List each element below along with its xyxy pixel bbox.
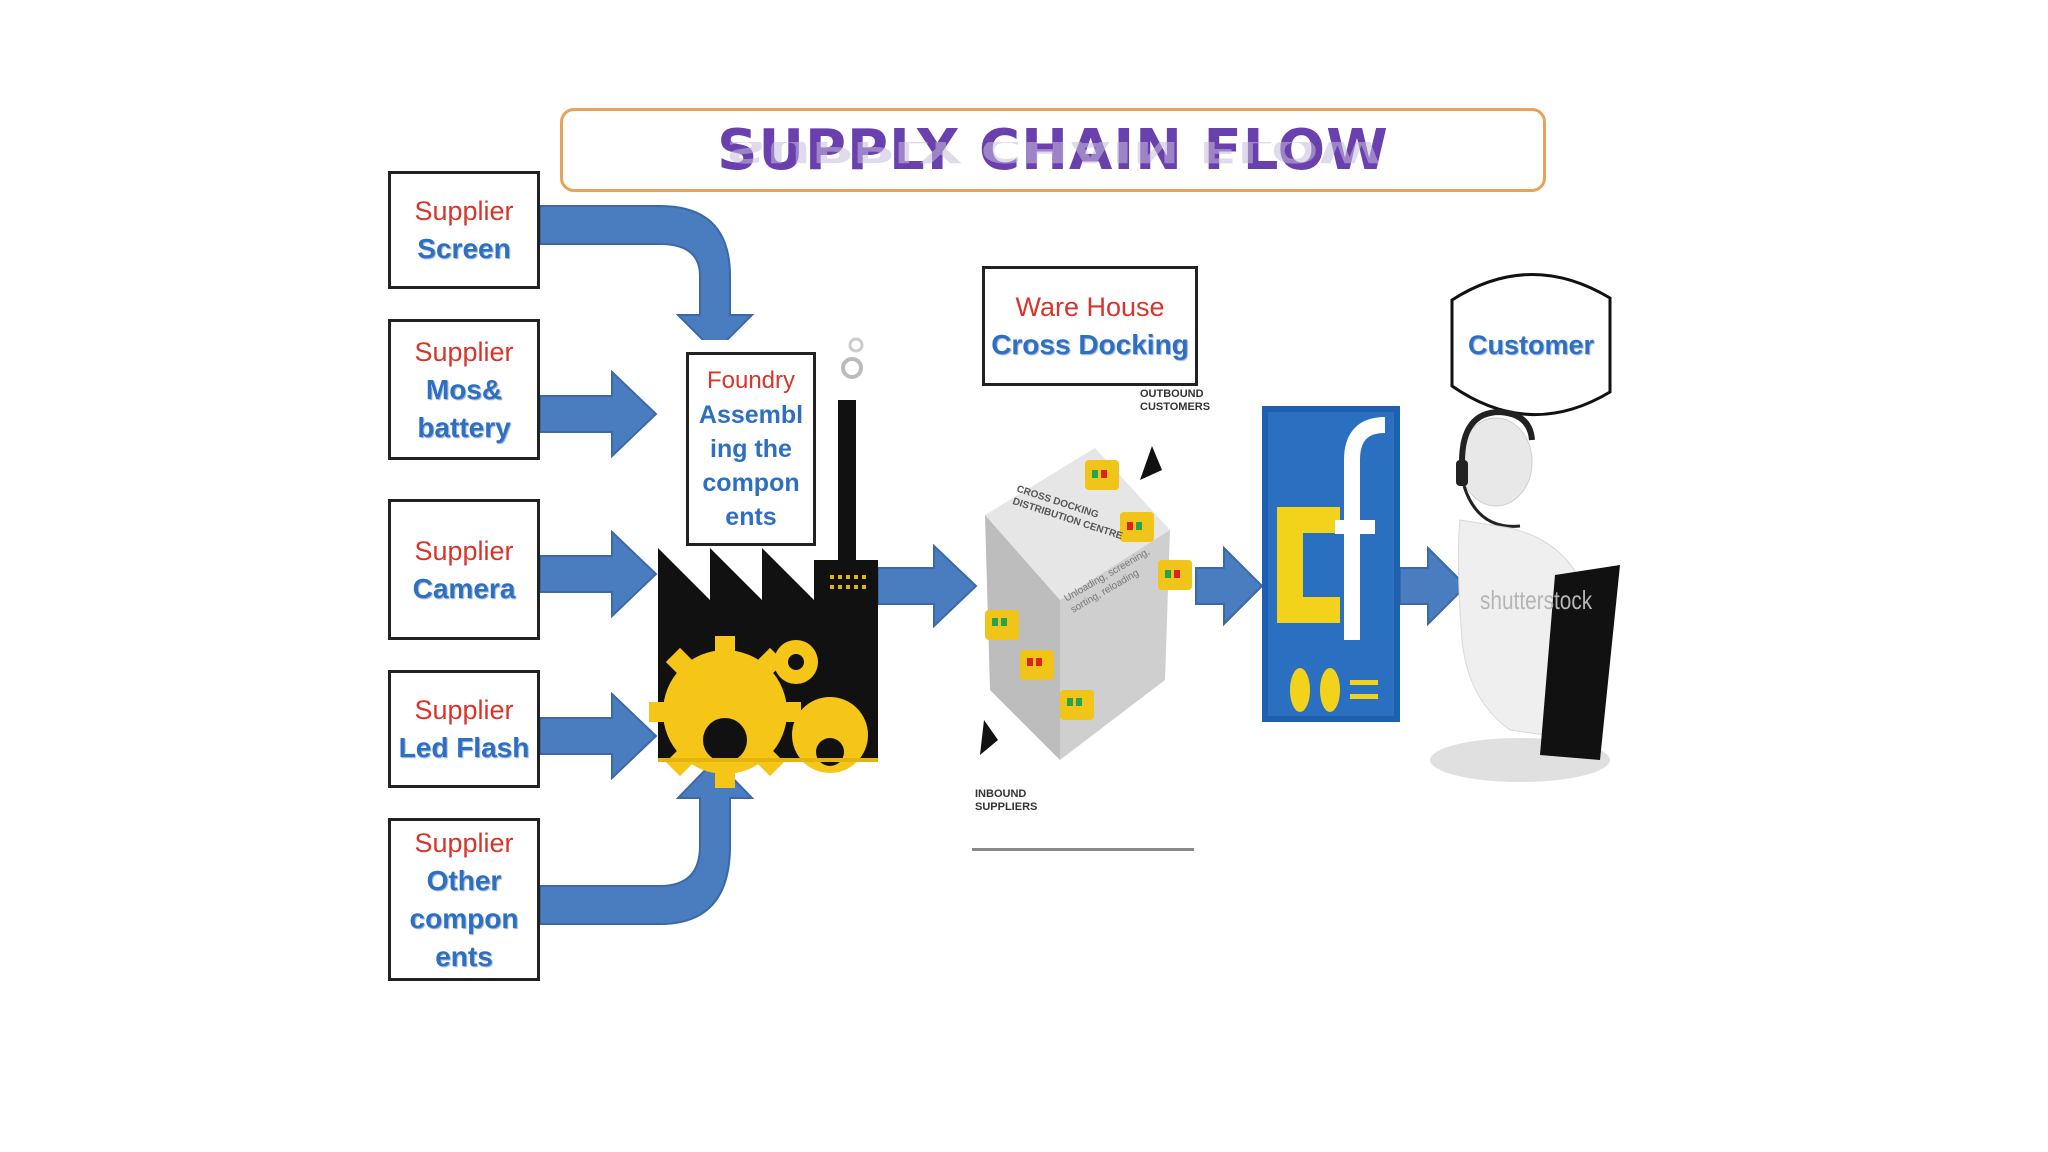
supplier-item: ents xyxy=(435,940,493,972)
supplier-led-flash-box: Supplier Led Flash xyxy=(388,670,540,788)
customer-label: Customer xyxy=(1467,330,1595,360)
supplier-camera-box: Supplier Camera xyxy=(388,499,540,640)
truck-icons xyxy=(985,460,1192,720)
diagram-title: SUPPLY CHAIN FLOW xyxy=(717,117,1389,183)
warehouse-illustration xyxy=(972,446,1194,851)
foundry-line: compon xyxy=(702,469,800,497)
arrow-mos xyxy=(539,369,658,459)
foundry-box: Foundry Assembl ing the compon ents xyxy=(686,352,816,546)
foundry-line: ents xyxy=(725,503,777,531)
supplier-role: Supplier xyxy=(414,535,514,566)
supplier-item: Led Flash xyxy=(398,732,530,763)
curved-arrow-other xyxy=(539,758,755,925)
supplier-other-components-box: Supplier Other compon ents xyxy=(388,818,540,981)
warehouse-role: Ware House xyxy=(1015,292,1165,322)
arrow-cf-customer xyxy=(1399,545,1468,627)
title-box: SUPPLY CHAIN FLOW xyxy=(560,108,1546,192)
arrow-factory-warehouse xyxy=(877,543,978,629)
customer-banner xyxy=(1450,273,1612,416)
supplier-role: Supplier xyxy=(414,336,514,367)
cf-logo-icon xyxy=(1262,406,1400,722)
watermark-text: shutterstock xyxy=(1480,585,1593,615)
outbound-arrow-icon xyxy=(1140,446,1162,480)
supplier-item: Camera xyxy=(412,572,516,604)
supplier-screen-box: Supplier Screen xyxy=(388,171,540,289)
customer-label-area: Customer xyxy=(1452,320,1610,370)
arrow-warehouse-cf xyxy=(1195,545,1264,627)
foundry-role: Foundry xyxy=(706,367,796,394)
supplier-role: Supplier xyxy=(414,827,514,858)
curved-arrow-screen xyxy=(539,205,755,354)
supplier-item: Other xyxy=(426,864,502,896)
supplier-item: compon xyxy=(409,902,519,934)
supplier-item: battery xyxy=(417,411,511,443)
supplier-role: Supplier xyxy=(414,695,514,725)
inbound-arrow-icon xyxy=(980,720,998,755)
supplier-role: Supplier xyxy=(414,196,514,226)
laptop-icon xyxy=(1540,565,1620,760)
arrow-camera xyxy=(539,529,658,619)
supplier-item: Screen xyxy=(417,233,511,264)
foundry-line: Assembl xyxy=(698,401,804,429)
supplier-item: Mos& xyxy=(425,373,503,405)
supplier-mos-battery-box: Supplier Mos& battery xyxy=(388,319,540,460)
warehouse-box: Ware House Cross Docking xyxy=(982,266,1198,386)
foundry-line: ing the xyxy=(710,435,792,463)
arrow-led xyxy=(539,691,658,781)
customer-person-icon xyxy=(1430,408,1620,782)
warehouse-label: Cross Docking xyxy=(991,329,1189,360)
